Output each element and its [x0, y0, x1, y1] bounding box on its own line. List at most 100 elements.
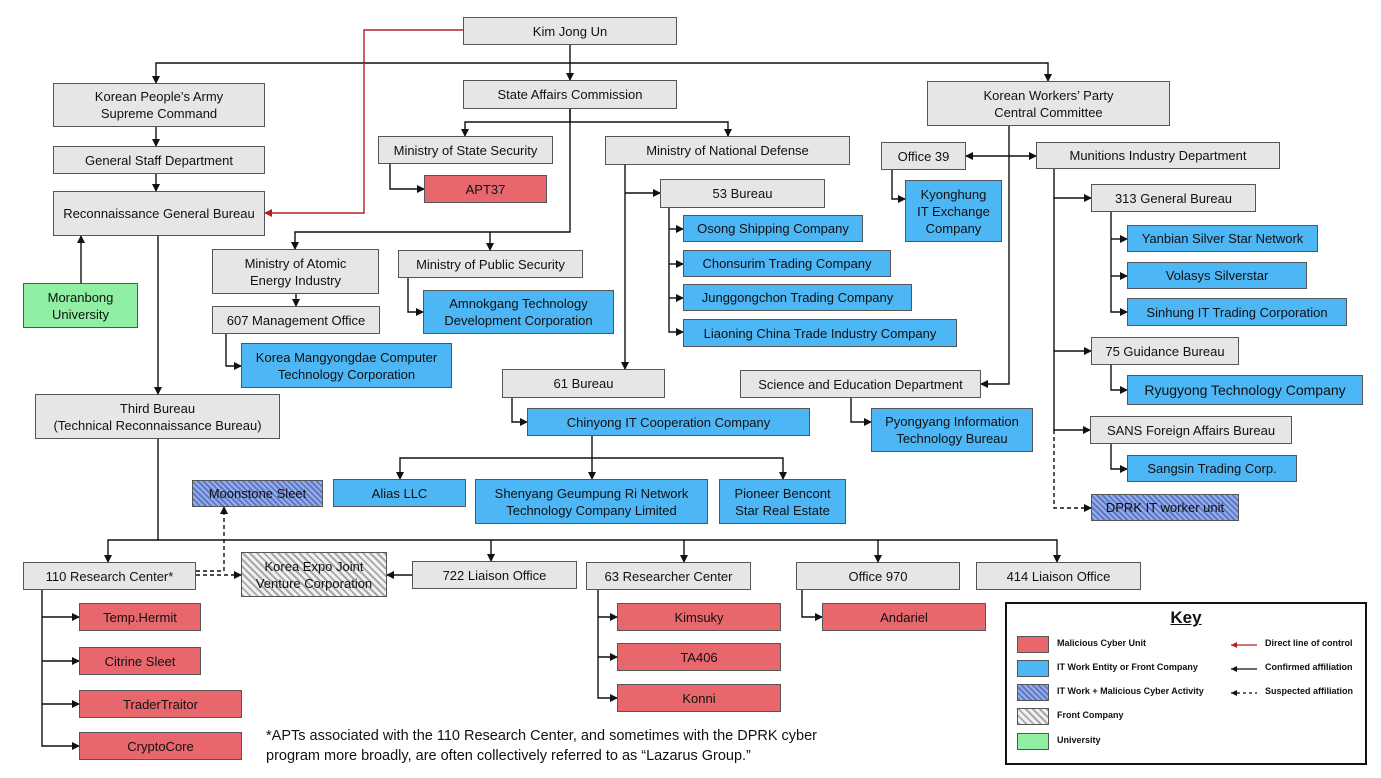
node-kju: Kim Jong Un: [463, 17, 677, 45]
node-citrine: Citrine Sleet: [79, 647, 201, 675]
node-sac: State Affairs Commission: [463, 80, 677, 109]
affiliation-link: [1053, 198, 1092, 355]
node-moonstone: Moonstone Sleet: [192, 480, 323, 507]
node-cryptocore: CryptoCore: [79, 732, 242, 760]
node-kimsuky: Kimsuky: [617, 603, 781, 631]
node-kejv: Korea Expo Joint Venture Corporation: [241, 552, 387, 597]
legend-label: IT Work Entity or Front Company: [1057, 662, 1198, 672]
footnote: *APTs associated with the 110 Research C…: [266, 728, 817, 764]
legend-label: IT Work + Malicious Cyber Activity: [1057, 686, 1204, 696]
node-sangsin: Sangsin Trading Corp.: [1127, 455, 1297, 482]
node-o970: Office 970: [796, 562, 960, 590]
node-mangyongdae: Korea Mangyongdae Computer Technology Co…: [241, 343, 452, 388]
node-ta406: TA406: [617, 643, 781, 671]
legend-line-label: Confirmed affiliation: [1265, 662, 1353, 672]
node-yanbian: Yanbian Silver Star Network: [1127, 225, 1318, 252]
node-rc63: 63 Researcher Center: [586, 562, 751, 590]
node-chonsurim: Chonsurim Trading Company: [683, 250, 891, 277]
affiliation-link: [891, 170, 906, 203]
affiliation-link: [668, 208, 684, 336]
node-mnd: Ministry of National Defense: [605, 136, 850, 165]
affiliation-link: [158, 539, 1061, 563]
node-kwp: Korean Workers’ Party Central Committee: [927, 81, 1170, 126]
node-rgb: Reconnaissance General Bureau: [53, 191, 265, 236]
node-shenyang: Shenyang Geumpung Ri Network Technology …: [475, 479, 708, 524]
node-gsd: General Staff Department: [53, 146, 265, 174]
node-junggongchon: Junggongchon Trading Company: [683, 284, 912, 311]
affiliation-link: [570, 121, 732, 137]
affiliation-link: [1053, 169, 1092, 202]
node-lo414: 414 Liaison Office: [976, 562, 1141, 590]
control-line: [264, 29, 463, 217]
affiliation-link: [152, 62, 570, 84]
legend-line-confirmed: [1231, 666, 1257, 672]
node-itworker: DPRK IT worker unit: [1091, 494, 1239, 521]
node-gb75: 75 Guidance Bureau: [1091, 337, 1239, 365]
node-rc110: 110 Research Center*: [23, 562, 196, 590]
node-pyongyang-itb: Pyongyang Information Technology Bureau: [871, 408, 1033, 452]
legend-swatch-blue: [1017, 660, 1049, 677]
legend-swatch-red: [1017, 636, 1049, 653]
legend-label: Malicious Cyber Unit: [1057, 638, 1147, 648]
affiliation-link: [104, 439, 159, 563]
node-kpa: Korean People’s Army Supreme Command: [53, 83, 265, 127]
affiliation-link: [291, 109, 571, 250]
legend-label: University: [1057, 735, 1101, 745]
node-volasys: Volasys Silverstar: [1127, 262, 1307, 289]
node-tradertraitor: TraderTraitor: [79, 690, 242, 718]
affiliation-link: [570, 62, 1052, 82]
node-ryugyong: Ryugyong Technology Company: [1127, 375, 1363, 405]
affiliation-link: [396, 436, 593, 480]
node-moranbong: Moranbong University: [23, 283, 138, 328]
node-osong: Osong Shipping Company: [683, 215, 863, 242]
node-mo607: 607 Management Office: [212, 306, 380, 334]
affiliation-link: [597, 590, 618, 702]
legend-line-label: Direct line of control: [1265, 638, 1353, 648]
node-mid: Munitions Industry Department: [1036, 142, 1280, 169]
node-apt37: APT37: [424, 175, 547, 203]
legend-swatch-hatch: [1017, 684, 1049, 701]
suspected-link: [1053, 430, 1092, 512]
node-sed: Science and Education Department: [740, 370, 981, 398]
legend-title: Key: [1170, 608, 1202, 627]
node-liaoning: Liaoning China Trade Industry Company: [683, 319, 957, 347]
legend-line-label: Suspected affiliation: [1265, 686, 1354, 696]
affiliation-link: [1110, 212, 1128, 316]
affiliation-link: [461, 109, 571, 137]
node-lo722: 722 Liaison Office: [412, 561, 577, 589]
affiliation-link: [592, 457, 787, 480]
legend-line-control: [1231, 642, 1257, 648]
node-alias: Alias LLC: [333, 479, 466, 507]
affiliation-link: [225, 334, 242, 370]
legend-row-hatch: IT Work + Malicious Cyber Activity Suspe…: [1017, 684, 1357, 703]
affiliation-link: [1053, 351, 1091, 434]
node-mps: Ministry of Public Security: [398, 250, 583, 278]
node-b61: 61 Bureau: [502, 369, 665, 398]
node-office39: Office 39: [881, 142, 966, 170]
affiliation-link: [41, 590, 80, 750]
affiliation-link: [389, 164, 425, 193]
affiliation-link: [511, 398, 528, 426]
affiliation-link: [850, 398, 872, 426]
suspected-link: [196, 506, 228, 572]
node-temphermit: Temp.Hermit: [79, 603, 201, 631]
legend-key: Key Malicious Cyber Unit Direct line of …: [1005, 602, 1367, 765]
legend-row-it: IT Work Entity or Front Company Confirme…: [1017, 660, 1357, 679]
affiliation-link: [1110, 444, 1128, 473]
legend-row-university: University: [1017, 733, 1357, 752]
node-b53: 53 Bureau: [660, 179, 825, 208]
node-konni: Konni: [617, 684, 781, 712]
node-chinyong: Chinyong IT Cooperation Company: [527, 408, 810, 436]
affiliation-link: [801, 590, 823, 621]
node-amnokgang: Amnokgang Technology Development Corpora…: [423, 290, 614, 334]
legend-label: Front Company: [1057, 710, 1124, 720]
node-third: Third Bureau (Technical Reconnaissance B…: [35, 394, 280, 439]
node-sans: SANS Foreign Affairs Bureau: [1090, 416, 1292, 444]
node-pioneer: Pioneer Bencont Star Real Estate: [719, 479, 846, 524]
legend-swatch-green: [1017, 733, 1049, 750]
affiliation-link: [1110, 365, 1128, 394]
node-kyonghung: Kyonghung IT Exchange Company: [905, 180, 1002, 242]
legend-row-front: Front Company: [1017, 708, 1357, 727]
